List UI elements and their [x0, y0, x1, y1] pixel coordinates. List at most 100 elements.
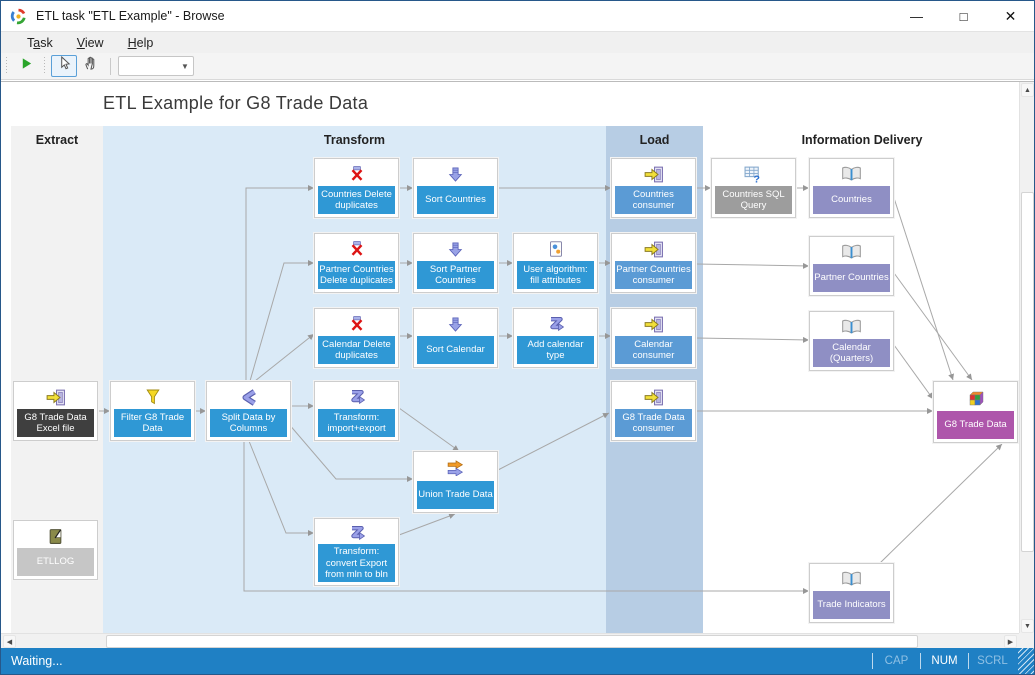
node-label: Countries consumer: [615, 186, 692, 214]
scroll-left-arrow[interactable]: ◀: [3, 635, 16, 648]
maximize-button[interactable]: □: [959, 8, 968, 24]
scroll-up-arrow[interactable]: ▲: [1021, 83, 1034, 97]
indicator-num: NUM: [920, 653, 968, 669]
node-label: Countries SQL Query: [715, 186, 792, 214]
node-label: User algorithm: fill attributes: [517, 261, 594, 289]
union-arrows-icon: [417, 455, 494, 481]
node-split-data-by-columns[interactable]: Split Data by Columns: [206, 381, 291, 441]
node-label: Add calendar type: [517, 336, 594, 364]
horizontal-scroll-thumb[interactable]: [106, 635, 918, 648]
menu-item-help[interactable]: Help: [127, 35, 154, 50]
window-title: ETL task "ETL Example" - Browse: [36, 9, 225, 23]
node-countries-consumer[interactable]: Countries consumer: [611, 158, 696, 218]
node-g8-trade-data-excel-file[interactable]: G8 Trade Data Excel file: [13, 381, 98, 441]
node-partner-countries[interactable]: Partner Countries: [809, 236, 894, 296]
node-label: Calendar consumer: [615, 336, 692, 364]
node-user-algorithm-fill-attributes[interactable]: User algorithm: fill attributes: [513, 233, 598, 293]
node-label: G8 Trade Data Excel file: [17, 409, 94, 437]
book-icon: [813, 240, 890, 264]
toolbar: ▼: [1, 53, 1034, 80]
menu-item-task[interactable]: Task: [27, 35, 53, 50]
node-label: Partner Countries: [813, 264, 890, 292]
door-arrow-icon: [615, 385, 692, 409]
node-g8-trade-data-cube[interactable]: G8 Trade Data: [933, 381, 1018, 443]
minimize-button[interactable]: —: [910, 8, 923, 24]
scroll-down-arrow[interactable]: ▼: [1021, 619, 1034, 633]
close-button[interactable]: ✕: [1004, 7, 1017, 24]
play-icon: [20, 57, 33, 75]
node-label: Sort Countries: [417, 186, 494, 214]
cube-icon: [937, 385, 1014, 411]
node-label: Transform: convert Export from mln to bl…: [318, 544, 395, 582]
connector-lines: [98, 185, 1003, 594]
delete-duplicates-icon: [318, 237, 395, 261]
select-button[interactable]: [51, 55, 77, 77]
transform-icon: [517, 312, 594, 336]
delete-duplicates-icon: [318, 162, 395, 186]
resize-grip[interactable]: [1018, 648, 1034, 674]
node-countries[interactable]: Countries: [809, 158, 894, 218]
door-arrow-icon: [615, 162, 692, 186]
node-calendar-delete-duplicates[interactable]: Calendar Delete duplicates: [314, 308, 399, 368]
node-label: Calendar Delete duplicates: [318, 336, 395, 364]
book-icon: [813, 567, 890, 591]
menu-bar: Task View Help: [1, 31, 1034, 53]
node-filter-g8-trade-data[interactable]: Filter G8 Trade Data: [110, 381, 195, 441]
toolbar-grip: [42, 57, 47, 75]
node-countries-sql-query[interactable]: ?Countries SQL Query: [711, 158, 796, 218]
node-calendar-quarters[interactable]: Calendar (Quarters): [809, 311, 894, 371]
indicator-scrl: SCRL: [968, 653, 1016, 669]
run-button[interactable]: [13, 55, 39, 77]
toolbar-separator: [110, 57, 111, 75]
horizontal-scrollbar[interactable]: ◀ ▶: [1, 633, 1019, 648]
vertical-scroll-thumb[interactable]: [1021, 192, 1034, 552]
delete-duplicates-icon: [318, 312, 395, 336]
book-icon: [813, 162, 890, 186]
node-label: Countries Delete duplicates: [318, 186, 395, 214]
node-label: Calendar (Quarters): [813, 339, 890, 367]
node-label: Filter G8 Trade Data: [114, 409, 191, 437]
node-etllog[interactable]: ETLLOG: [13, 520, 98, 580]
status-message: Waiting...: [11, 654, 63, 668]
toolbar-grip: [4, 57, 9, 75]
chevron-down-icon[interactable]: ▼: [181, 61, 189, 71]
column-header: Information Delivery: [801, 133, 923, 147]
node-calendar-consumer[interactable]: Calendar consumer: [611, 308, 696, 368]
node-transform-convert-export[interactable]: Transform: convert Export from mln to bl…: [314, 518, 399, 586]
node-add-calendar-type[interactable]: Add calendar type: [513, 308, 598, 368]
sql-query-icon: ?: [715, 162, 792, 186]
node-sort-partner-countries[interactable]: Sort Partner Countries: [413, 233, 498, 293]
node-sort-calendar[interactable]: Sort Calendar: [413, 308, 498, 368]
vertical-scrollbar[interactable]: ▲ ▼: [1019, 82, 1034, 634]
zoom-combobox[interactable]: ▼: [118, 56, 194, 76]
node-trade-indicators[interactable]: Trade Indicators: [809, 563, 894, 623]
node-partner-countries-delete-duplicates[interactable]: Partner Countries Delete duplicates: [314, 233, 399, 293]
door-arrow-icon: [615, 312, 692, 336]
door-arrow-icon: [615, 237, 692, 261]
node-label: G8 Trade Data: [937, 411, 1014, 439]
node-countries-delete-duplicates[interactable]: Countries Delete duplicates: [314, 158, 399, 218]
user-algorithm-icon: [517, 237, 594, 261]
split-arrow-icon: [210, 385, 287, 409]
column-header: Load: [639, 133, 670, 147]
node-transform-import-export[interactable]: Transform: import+export: [314, 381, 399, 441]
node-union-trade-data[interactable]: Union Trade Data: [413, 451, 498, 513]
pan-button[interactable]: [77, 55, 103, 77]
transform-icon: [318, 385, 395, 409]
node-g8-trade-data-consumer[interactable]: G8 Trade Data consumer: [611, 381, 696, 441]
sort-down-icon: [417, 237, 494, 261]
diagram-title: ETL Example for G8 Trade Data: [103, 93, 369, 113]
node-label: Trade Indicators: [813, 591, 890, 619]
node-label: Union Trade Data: [417, 481, 494, 509]
menu-item-view[interactable]: View: [76, 35, 104, 50]
node-partner-countries-consumer[interactable]: Partner Countries consumer: [611, 233, 696, 293]
book-icon: [813, 315, 890, 339]
node-label: Sort Partner Countries: [417, 261, 494, 289]
scroll-right-arrow[interactable]: ▶: [1004, 635, 1017, 648]
cursor-icon: [58, 55, 71, 76]
node-sort-countries[interactable]: Sort Countries: [413, 158, 498, 218]
